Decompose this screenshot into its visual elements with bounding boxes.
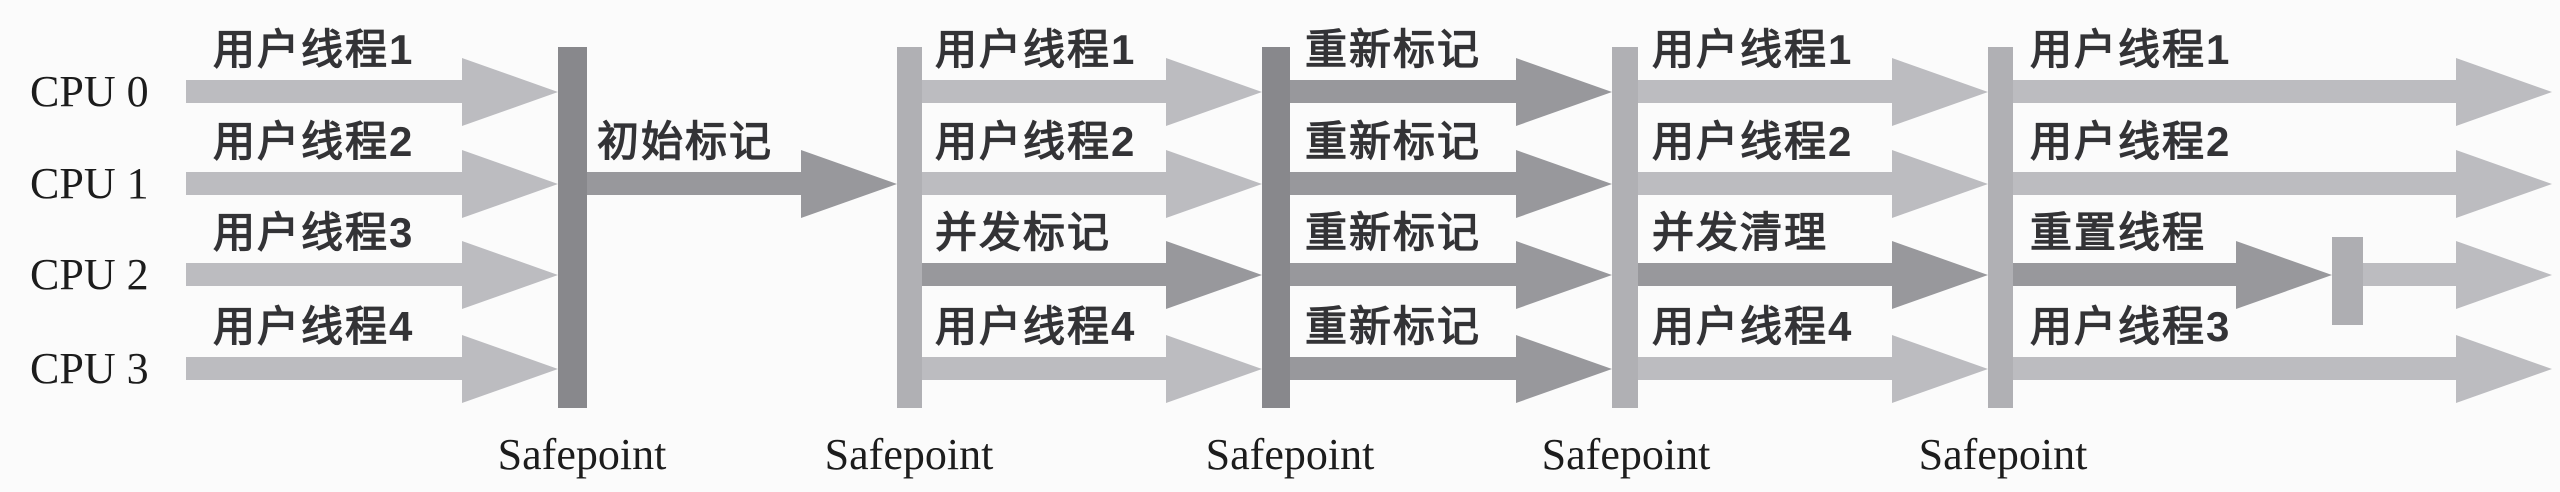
- remark-phase-cpu3-label: 重新标记: [1305, 302, 1482, 350]
- remark-phase-cpu3-shaft: [1290, 357, 1516, 380]
- cpu-label-1: CPU 1: [30, 158, 149, 208]
- user-threads-before-gc-user-thread-cpu3-label: 用户线程4: [213, 302, 415, 350]
- reset-threads-phase-cpu2-label: 重置线程: [2030, 208, 2207, 256]
- safepoint-bar-3: [1612, 47, 1638, 408]
- concurrent-sweep-user-thread-cpu0-shaft: [1638, 80, 1892, 103]
- user-threads-before-gc-user-thread-cpu1-shaft: [186, 172, 462, 195]
- user-threads-before-gc-user-thread-cpu2-arrowhead-icon: [462, 240, 558, 309]
- safepoint-bar-4: [1988, 47, 2013, 408]
- user-threads-before-gc-user-thread-cpu1-label: 用户线程2: [213, 117, 415, 165]
- safepoint-label-3: Safepoint: [1541, 430, 1711, 479]
- safepoint-label-2: Safepoint: [1205, 430, 1375, 479]
- concurrent-mark-phase-cpu2-label: 并发标记: [935, 208, 1112, 256]
- initial-mark-phase-cpu1-shaft: [587, 172, 801, 195]
- user-threads-before-gc-user-thread-cpu3-shaft: [186, 357, 462, 380]
- user-threads-before-gc-user-thread-cpu2-shaft: [186, 263, 462, 286]
- safepoint-bar-0: [558, 47, 587, 408]
- user-threads-before-gc-user-thread-cpu2-label: 用户线程3: [213, 208, 415, 256]
- concurrent-sweep-user-thread-cpu3-shaft: [1638, 357, 1892, 380]
- reset-threads-resume-cpu2-shaft: [2363, 263, 2456, 286]
- reset-threads-user-thread-cpu1-shaft: [2013, 172, 2456, 195]
- safepoint-label-4: Safepoint: [1918, 430, 2088, 479]
- reset-threads-user-thread-cpu1-label: 用户线程2: [2030, 117, 2232, 165]
- concurrent-sweep-phase-cpu2-label: 并发清理: [1652, 208, 1829, 256]
- concurrent-mark-user-thread-cpu3-arrowhead-icon: [1166, 334, 1262, 403]
- concurrent-mark-user-thread-cpu0-arrowhead-icon: [1166, 57, 1262, 126]
- remark-phase-cpu0-arrowhead-icon: [1516, 57, 1612, 126]
- remark-phase-cpu1-arrowhead-icon: [1516, 149, 1612, 218]
- safepoint-bar-2: [1262, 47, 1290, 408]
- concurrent-mark-user-thread-cpu3-shaft: [922, 357, 1166, 380]
- reset-threads-user-thread-cpu0-label: 用户线程1: [2030, 25, 2232, 73]
- reset-threads-phase-cpu2-arrowhead-icon: [2236, 240, 2332, 309]
- user-threads-before-gc-user-thread-cpu0-arrowhead-icon: [462, 57, 558, 126]
- concurrent-mark-user-thread-cpu0-label: 用户线程1: [935, 25, 1137, 73]
- concurrent-sweep-user-thread-cpu1-shaft: [1638, 172, 1892, 195]
- concurrent-sweep-user-thread-cpu3-arrowhead-icon: [1892, 334, 1988, 403]
- safepoint-label-1: Safepoint: [824, 430, 994, 479]
- concurrent-mark-phase-cpu2-shaft: [922, 263, 1166, 286]
- remark-phase-cpu3-arrowhead-icon: [1516, 334, 1612, 403]
- concurrent-sweep-user-thread-cpu0-label: 用户线程1: [1652, 25, 1854, 73]
- reset-threads-resume-cpu2-arrowhead-icon: [2456, 240, 2552, 309]
- remark-phase-cpu2-shaft: [1290, 263, 1516, 286]
- concurrent-mark-user-thread-cpu3-label: 用户线程4: [935, 302, 1137, 350]
- initial-mark-phase-cpu1-label: 初始标记: [597, 117, 774, 165]
- reset-threads-user-thread-cpu0-shaft: [2013, 80, 2456, 103]
- remark-phase-cpu0-shaft: [1290, 80, 1516, 103]
- reset-threads-user-thread-cpu1-arrowhead-icon: [2456, 149, 2552, 218]
- remark-phase-cpu0-label: 重新标记: [1305, 25, 1482, 73]
- user-threads-before-gc-user-thread-cpu0-shaft: [186, 80, 462, 103]
- user-threads-before-gc-user-thread-cpu1-arrowhead-icon: [462, 149, 558, 218]
- concurrent-sweep-user-thread-cpu1-label: 用户线程2: [1652, 117, 1854, 165]
- concurrent-sweep-phase-cpu2-shaft: [1638, 263, 1892, 286]
- reset-threads-user-thread-cpu3-shaft: [2013, 357, 2456, 380]
- concurrent-sweep-user-thread-cpu1-arrowhead-icon: [1892, 149, 1988, 218]
- concurrent-sweep-user-thread-cpu0-arrowhead-icon: [1892, 57, 1988, 126]
- reset-threads-user-thread-cpu3-label: 用户线程3: [2030, 302, 2232, 350]
- concurrent-mark-phase-cpu2-arrowhead-icon: [1166, 240, 1262, 309]
- remark-phase-cpu1-shaft: [1290, 172, 1516, 195]
- safepoint-bar-1: [897, 47, 922, 408]
- cpu-label-0: CPU 0: [30, 66, 149, 116]
- safepoint-label-0: Safepoint: [497, 430, 667, 479]
- remark-phase-cpu2-arrowhead-icon: [1516, 240, 1612, 309]
- remark-phase-cpu1-label: 重新标记: [1305, 117, 1482, 165]
- remark-phase-cpu2-label: 重新标记: [1305, 208, 1482, 256]
- user-threads-before-gc-user-thread-cpu0-label: 用户线程1: [213, 25, 415, 73]
- reset-threads-phase-cpu2-shaft: [2013, 263, 2236, 286]
- concurrent-sweep-user-thread-cpu3-label: 用户线程4: [1652, 302, 1854, 350]
- concurrent-mark-user-thread-cpu1-shaft: [922, 172, 1166, 195]
- concurrent-mark-user-thread-cpu1-label: 用户线程2: [935, 117, 1137, 165]
- concurrent-mark-user-thread-cpu1-arrowhead-icon: [1166, 149, 1262, 218]
- concurrent-mark-user-thread-cpu0-shaft: [922, 80, 1166, 103]
- reset-threads-user-thread-cpu3-arrowhead-icon: [2456, 334, 2552, 403]
- reset-threads-user-thread-cpu0-arrowhead-icon: [2456, 57, 2552, 126]
- concurrent-sweep-phase-cpu2-arrowhead-icon: [1892, 240, 1988, 309]
- user-threads-before-gc-user-thread-cpu3-arrowhead-icon: [462, 334, 558, 403]
- cpu-label-2: CPU 2: [30, 249, 149, 299]
- cpu-label-3: CPU 3: [30, 343, 149, 393]
- stop-the-world-tick: [2332, 237, 2363, 325]
- initial-mark-phase-cpu1-arrowhead-icon: [801, 149, 897, 218]
